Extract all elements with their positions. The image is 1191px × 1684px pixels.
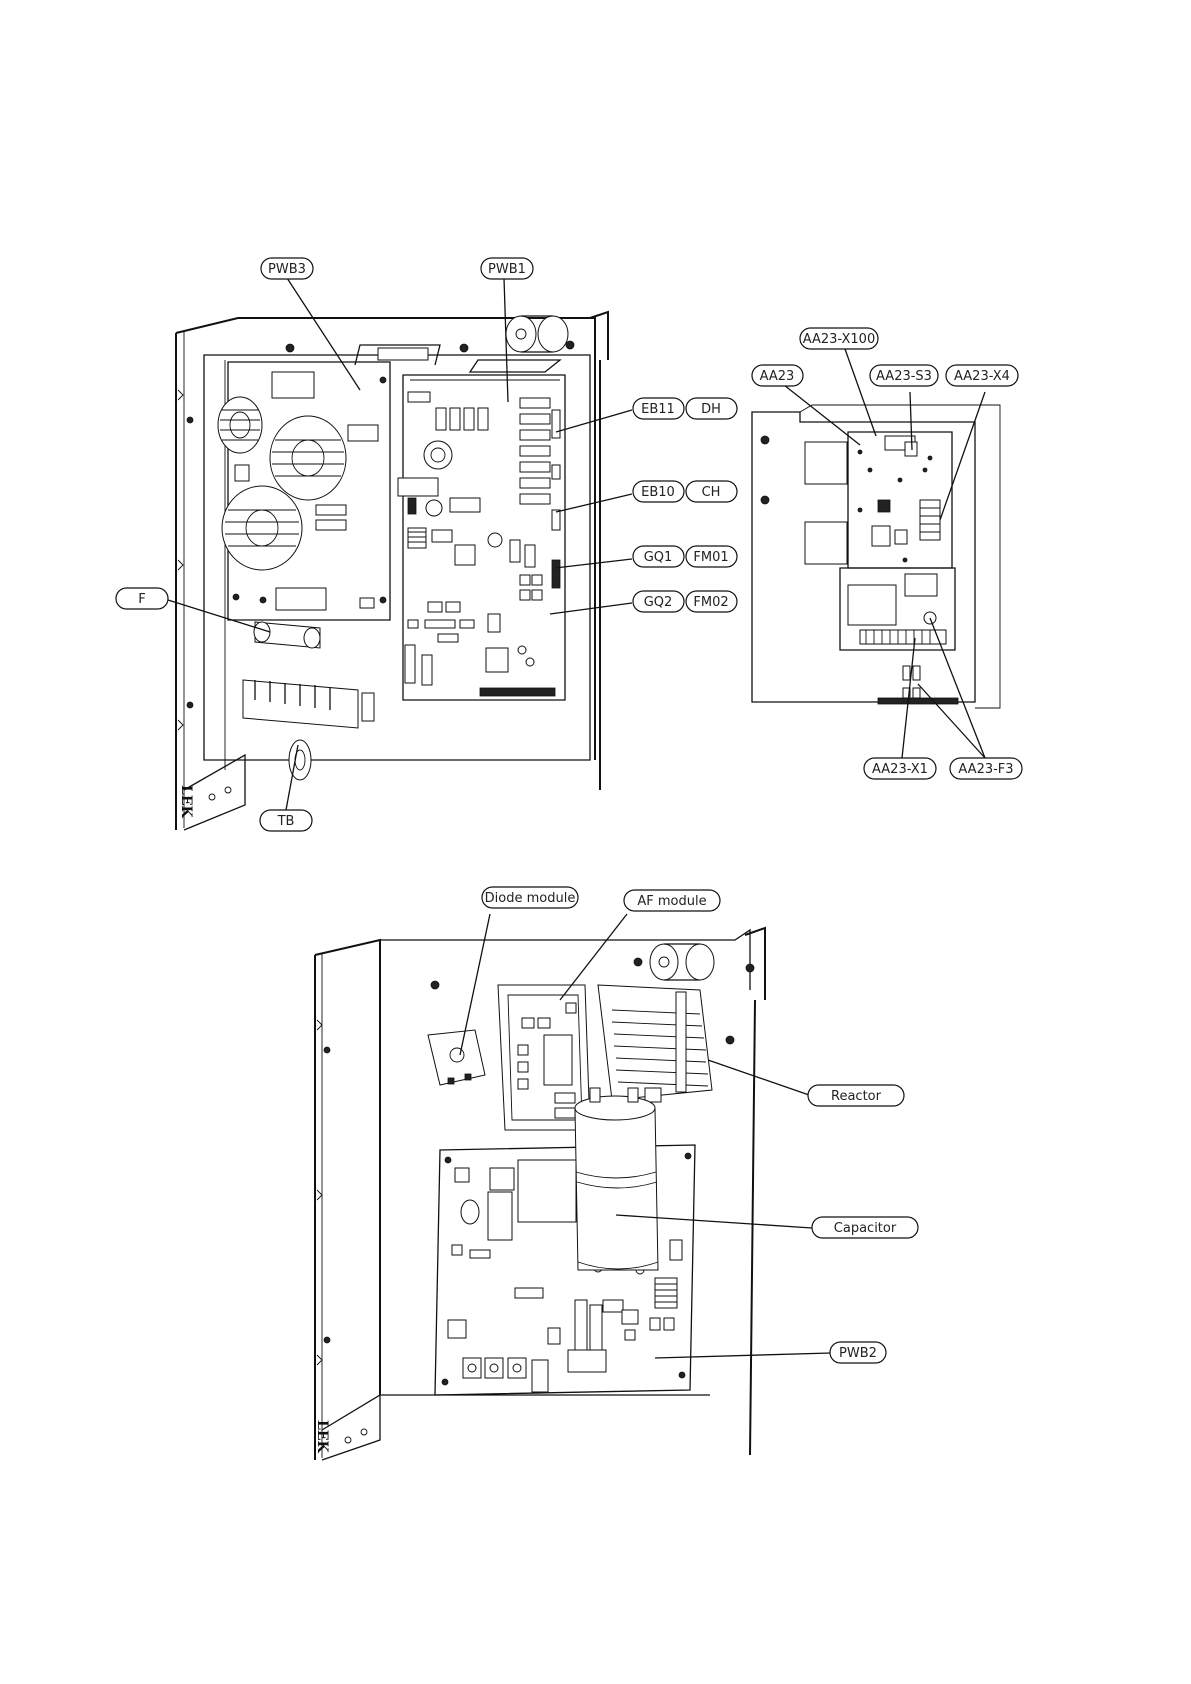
svg-text:EB10: EB10 [641,485,675,500]
svg-text:AF module: AF module [637,894,706,909]
svg-text:PWB2: PWB2 [839,1346,877,1361]
label-pwb2: PWB2 [830,1342,886,1363]
capacitor [575,1088,658,1270]
svg-text:FM01: FM01 [693,550,728,565]
label-aa23-f3: AA23-F3 [950,758,1022,779]
label-eb11: EB11 [633,398,684,419]
svg-text:EB11: EB11 [641,402,675,417]
label-fm02: FM02 [686,591,737,612]
svg-text:PWB1: PWB1 [488,262,526,277]
toroid-coil [218,397,262,453]
svg-text:AA23-S3: AA23-S3 [876,369,932,384]
svg-text:Capacitor: Capacitor [834,1221,897,1236]
diode-module [428,1030,485,1085]
fuse-holder [254,622,320,648]
reactor [598,985,712,1102]
label-aa23-x1: AA23-X1 [864,758,936,779]
toroid-coil [222,486,302,570]
label-aa23: AA23 [752,365,803,386]
svg-text:CH: CH [702,485,721,500]
svg-text:F: F [138,592,145,607]
label-diode-module: Diode module [482,887,578,908]
terminal-block [243,680,374,780]
toroid-coil [270,416,346,500]
lek-stamp-lower: LEK [314,1420,330,1454]
svg-text:GQ2: GQ2 [644,595,673,610]
svg-text:PWB3: PWB3 [268,262,306,277]
svg-text:AA23-X1: AA23-X1 [872,762,928,777]
svg-text:FM02: FM02 [693,595,728,610]
control-box-upper: LEK [176,312,608,830]
label-eb10: EB10 [633,481,684,502]
label-pwb1: PWB1 [481,258,533,279]
svg-text:AA23-X4: AA23-X4 [954,369,1010,384]
label-dh: DH [686,398,737,419]
label-aa23-s3: AA23-S3 [870,365,938,386]
label-tb: TB [260,810,312,831]
label-reactor: Reactor [808,1085,904,1106]
pwb1-board [398,375,565,700]
label-aa23-x100: AA23-X100 [800,328,878,349]
label-capacitor: Capacitor [812,1217,918,1238]
label-aa23-x4: AA23-X4 [946,365,1018,386]
label-fm01: FM01 [686,546,737,567]
svg-text:GQ1: GQ1 [644,550,673,565]
label-af-module: AF module [624,890,720,911]
aa23-panel [752,405,1000,708]
pwb3-board [218,362,390,620]
svg-text:Diode module: Diode module [485,891,576,906]
svg-text:DH: DH [701,402,721,417]
label-pwb3: PWB3 [261,258,313,279]
svg-text:Reactor: Reactor [831,1089,882,1104]
label-f: F [116,588,168,609]
svg-text:AA23: AA23 [760,369,795,384]
label-ch: CH [686,481,737,502]
svg-text:TB: TB [277,814,295,829]
label-gq1: GQ1 [633,546,684,567]
label-gq2: GQ2 [633,591,684,612]
svg-text:AA23-F3: AA23-F3 [958,762,1013,777]
lek-stamp-upper: LEK [178,785,194,819]
svg-text:AA23-X100: AA23-X100 [803,332,875,347]
